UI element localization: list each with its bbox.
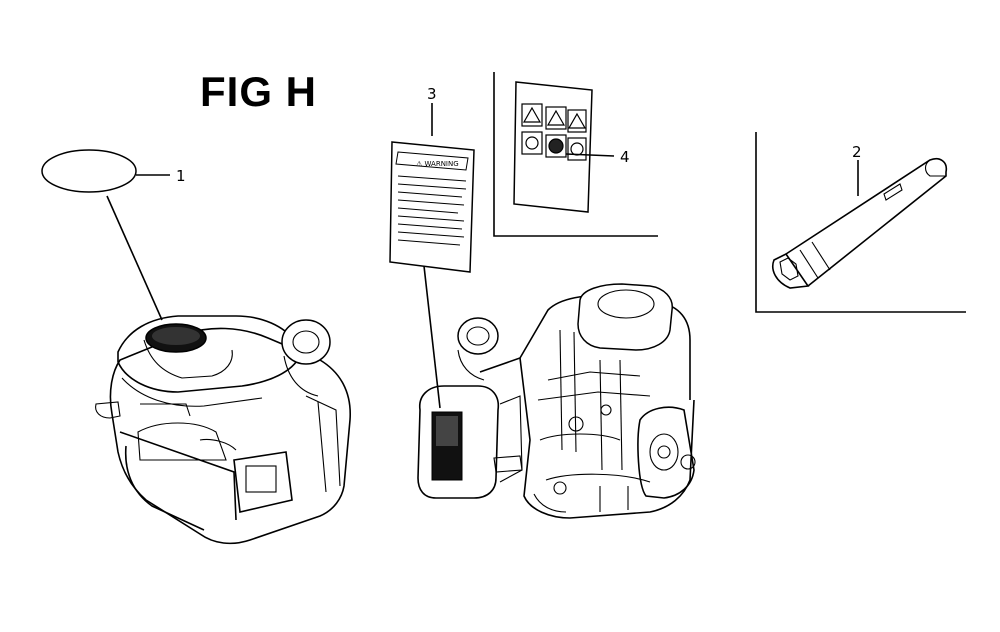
callout-4: 4 (620, 148, 630, 166)
figure-title: FIG H (200, 68, 317, 115)
callout-3: 3 (427, 85, 437, 103)
warning-heading-text: ⚠ WARNING (416, 160, 459, 168)
part-2-spark-plug-wrench (755, 132, 966, 313)
part-1-cap-label (41, 149, 170, 321)
callout-2: 2 (852, 143, 862, 161)
part-3-warning-label: ⚠ WARNING (389, 103, 475, 409)
engine-right-illustration (417, 283, 696, 519)
engine-left-illustration (95, 315, 351, 545)
part-4-safety-symbols-label (493, 72, 658, 237)
callout-1: 1 (176, 167, 186, 185)
